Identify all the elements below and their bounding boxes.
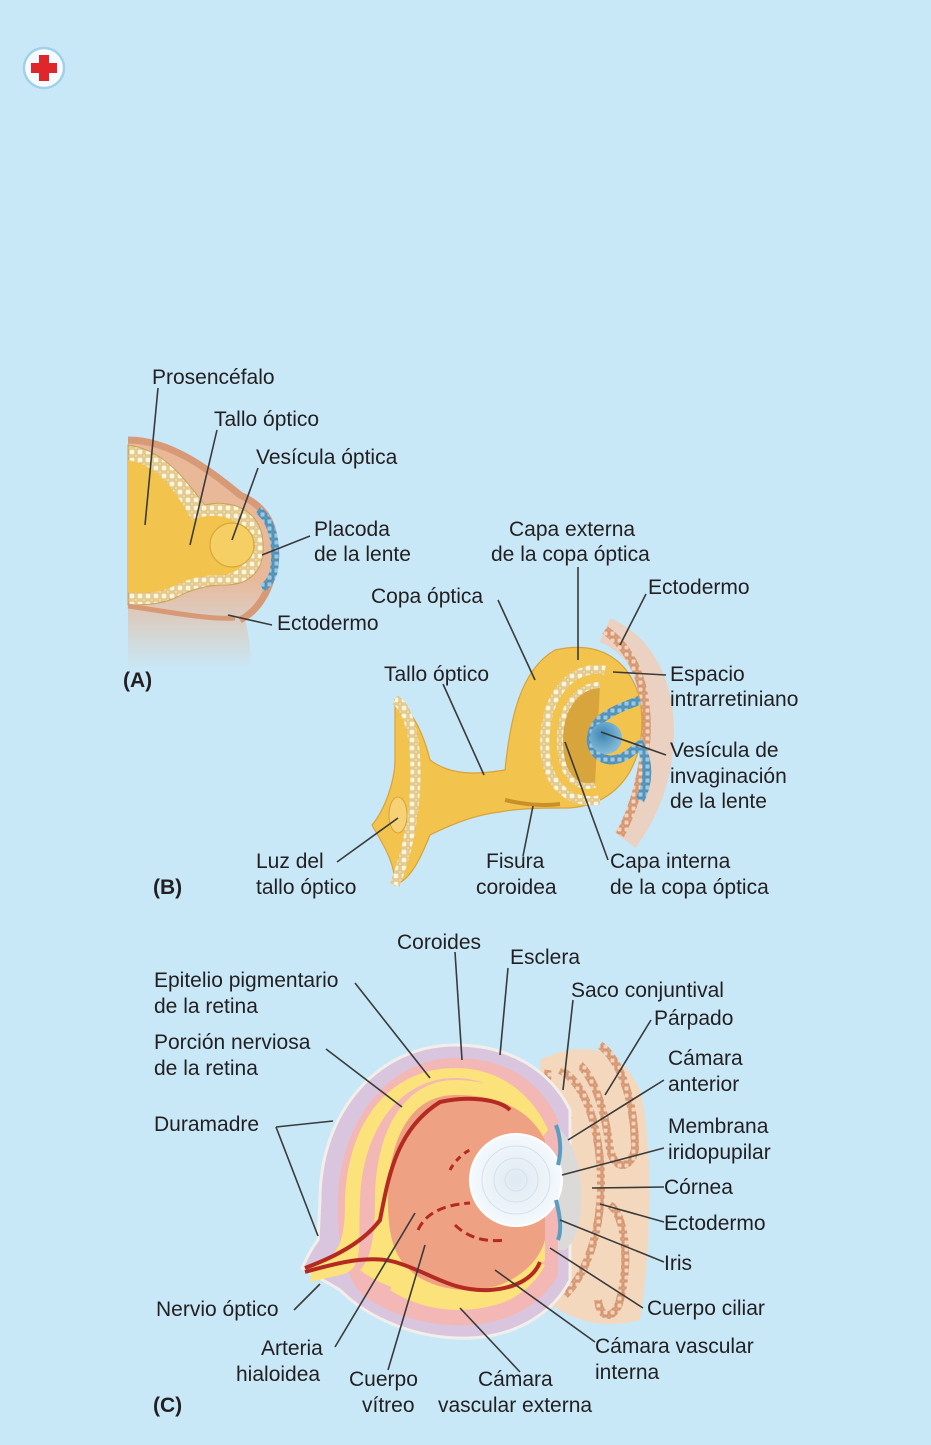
label-membrana: Membrana bbox=[668, 1115, 769, 1138]
label-saco-conjuntival: Saco conjuntival bbox=[571, 979, 724, 1002]
label-duramadre: Duramadre bbox=[154, 1113, 259, 1136]
label-prosencefalo: Prosencéfalo bbox=[152, 366, 275, 389]
panel-tag-b: (B) bbox=[153, 876, 182, 899]
label-placoda: Placoda bbox=[314, 518, 390, 541]
label-cuerpo: Cuerpo bbox=[349, 1368, 418, 1391]
panel-a-illustration bbox=[127, 436, 280, 670]
label-de-la-lente-a: de la lente bbox=[314, 543, 411, 566]
label-interna: interna bbox=[595, 1361, 660, 1384]
label-nervio-optico: Nervio óptico bbox=[156, 1298, 279, 1321]
label-ectodermo-a: Ectodermo bbox=[277, 612, 379, 635]
label-tallo-optico-a: Tallo óptico bbox=[214, 408, 319, 431]
panel-tag-a: (A) bbox=[123, 669, 152, 692]
label-de-la-retina-2: de la retina bbox=[154, 1057, 258, 1080]
label-vascular-externa: vascular externa bbox=[438, 1394, 592, 1417]
panel-a-labels: Prosencéfalo Tallo óptico Vesícula óptic… bbox=[123, 366, 411, 692]
panel-tag-c: (C) bbox=[153, 1394, 182, 1417]
label-coroidea: coroidea bbox=[476, 876, 557, 899]
label-iridopupilar: iridopupilar bbox=[668, 1141, 771, 1164]
label-iris: Iris bbox=[664, 1252, 692, 1275]
panel-c-leaders bbox=[275, 951, 665, 1373]
label-de-la-retina-1: de la retina bbox=[154, 995, 258, 1018]
label-esclera: Esclera bbox=[510, 946, 580, 969]
label-camara-vascular: Cámara vascular bbox=[595, 1335, 754, 1358]
panel-a-leaders bbox=[144, 387, 311, 626]
label-vesicula-optica: Vesícula óptica bbox=[256, 446, 398, 469]
label-fisura: Fisura bbox=[486, 850, 545, 873]
label-epitelio-pigmentario: Epitelio pigmentario bbox=[154, 969, 338, 992]
red-cross-badge-icon[interactable] bbox=[22, 46, 66, 90]
label-intrarretiniano: intrarretiniano bbox=[670, 688, 798, 711]
label-camara-2: Cámara bbox=[478, 1368, 553, 1391]
label-camara-1: Cámara bbox=[668, 1047, 743, 1070]
label-cuerpo-ciliar: Cuerpo ciliar bbox=[647, 1297, 765, 1320]
label-parpado: Párpado bbox=[654, 1007, 733, 1030]
label-capa-interna-2: de la copa óptica bbox=[610, 876, 769, 899]
label-de-la-lente-b: de la lente bbox=[670, 790, 767, 813]
panel-b-illustration bbox=[371, 618, 674, 887]
label-tallo-optico-luz: tallo óptico bbox=[256, 876, 356, 899]
label-cornea: Córnea bbox=[664, 1176, 733, 1199]
label-vitreo: vítreo bbox=[362, 1394, 415, 1417]
label-anterior: anterior bbox=[668, 1073, 739, 1096]
panel-c-labels: Coroides Esclera Epitelio pigmentario de… bbox=[153, 931, 771, 1417]
label-espacio: Espacio bbox=[670, 663, 745, 686]
label-hialoidea: hialoidea bbox=[236, 1363, 320, 1386]
label-coroides: Coroides bbox=[397, 931, 481, 954]
label-capa-externa: Capa externa bbox=[509, 518, 635, 541]
panel-b-labels: Capa externa de la copa óptica Ectodermo… bbox=[153, 518, 798, 899]
label-ectodermo-c: Ectodermo bbox=[664, 1212, 766, 1235]
label-capa-externa-2: de la copa óptica bbox=[491, 543, 650, 566]
panel-b-leaders bbox=[336, 567, 667, 863]
label-arteria: Arteria bbox=[261, 1337, 323, 1360]
label-copa-optica: Copa óptica bbox=[371, 585, 483, 608]
label-tallo-optico-b: Tallo óptico bbox=[384, 663, 489, 686]
label-porcion-nerviosa: Porción nerviosa bbox=[154, 1031, 311, 1054]
label-ectodermo-b: Ectodermo bbox=[648, 576, 750, 599]
label-capa-interna: Capa interna bbox=[610, 850, 731, 873]
label-vesicula-de: Vesícula de bbox=[670, 739, 779, 762]
panel-c-illustration bbox=[300, 1041, 650, 1340]
label-luz-del: Luz del bbox=[256, 850, 324, 873]
label-invaginacion: invaginación bbox=[670, 765, 787, 788]
